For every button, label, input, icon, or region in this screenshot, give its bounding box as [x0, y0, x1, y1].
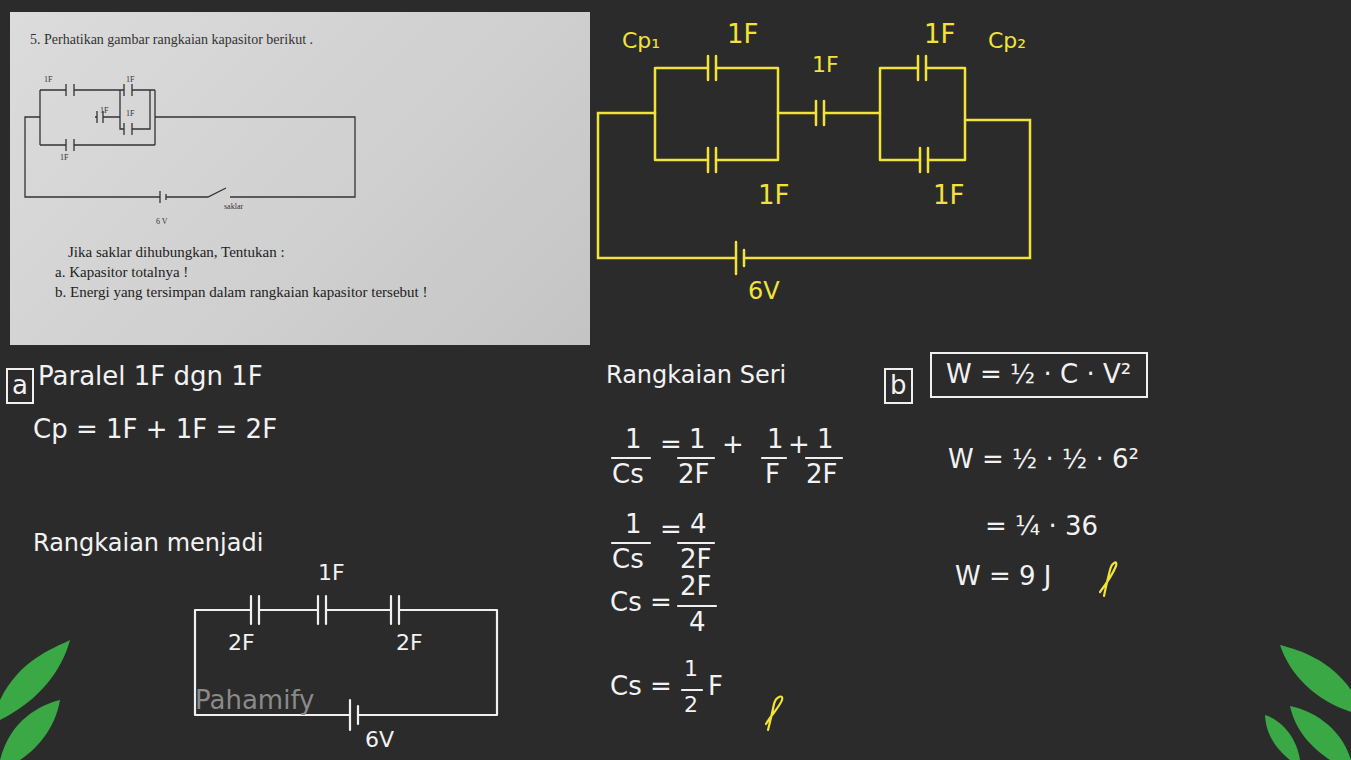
- photo-circuit: [66, 84, 132, 151]
- yellow-circuit: [918, 56, 928, 172]
- fraction-numerator: 1: [625, 425, 642, 455]
- voltage-label: 6V: [365, 727, 394, 752]
- handwritten-text: Rangkaian menjadi: [33, 530, 263, 558]
- check-marks: [766, 563, 1116, 730]
- capacitance-label: 1F: [44, 75, 52, 84]
- capacitance-label: 2F: [396, 630, 423, 655]
- fraction-numerator: 1: [689, 425, 706, 455]
- leaf-decoration: [0, 640, 70, 720]
- component-label: Cp₁: [622, 28, 660, 53]
- fraction-denominator: F: [765, 460, 780, 490]
- fraction-numerator: 1: [767, 425, 784, 455]
- fraction-denominator: Cs: [612, 460, 644, 490]
- check-marks: [766, 697, 782, 730]
- fraction-bars: [682, 689, 702, 691]
- voltage-label: 6V: [748, 278, 780, 306]
- voltage-label: 6 V: [156, 217, 168, 226]
- yellow-circuit: [598, 113, 1030, 258]
- white-circuit: [195, 610, 497, 715]
- leaf-decoration: [0, 640, 1351, 760]
- equation-symbol: =: [660, 430, 682, 460]
- fraction-bars: [678, 605, 716, 607]
- equation-symbol: =: [660, 515, 682, 545]
- part-marker: b: [884, 368, 913, 404]
- handwritten-text: Rangkaian Seri: [606, 362, 786, 390]
- fraction-numerator: 4: [690, 510, 707, 540]
- component-label: Cp₂: [988, 28, 1026, 53]
- formula-box: W = ½ · C · V²: [930, 352, 1148, 398]
- yellow-circuit: [736, 242, 744, 274]
- leaf-decoration: [0, 700, 60, 760]
- leaf-decoration: [1290, 706, 1351, 760]
- photo-circuit: [25, 117, 355, 197]
- problem-photo: 5. Perhatikan gambar rangkaian kapasitor…: [10, 12, 590, 345]
- equation-symbol: +: [722, 430, 744, 460]
- handwritten-text: W = ½ · ½ · 6²: [948, 445, 1139, 475]
- fraction-denominator: Cs: [612, 545, 644, 575]
- fraction-denominator: 2F: [806, 460, 838, 490]
- handwritten-text: a: [12, 371, 28, 401]
- handwritten-text: = ¼ · 36: [985, 512, 1098, 542]
- capacitance-label: 1F: [60, 153, 68, 162]
- fraction-numerator: 1: [684, 656, 698, 681]
- handwritten-text: Paralel 1F dgn 1F: [38, 362, 263, 392]
- yellow-circuit: [708, 56, 716, 172]
- yellow-circuit: [880, 68, 965, 160]
- photo-circuit: [40, 90, 155, 145]
- photo-circuit: [25, 84, 355, 203]
- fraction-numerator: 1: [625, 510, 642, 540]
- question-text: a. Kapasitor totalnya !: [55, 264, 188, 281]
- switch-label: saklar: [224, 202, 243, 211]
- capacitance-label: 1F: [727, 20, 759, 50]
- fraction-numerator: 2F: [680, 572, 712, 602]
- capacitance-label: 1F: [933, 181, 965, 211]
- photo-circuit: [95, 90, 150, 129]
- handwritten-text: Cs =: [610, 588, 672, 618]
- photo-circuit: [160, 191, 166, 203]
- white-circuit: [195, 596, 497, 730]
- question-text: Jika saklar dihubungkan, Tentukan :: [68, 244, 285, 261]
- handwritten-text: W = ½ · C · V²: [946, 360, 1131, 390]
- yellow-circuit: [598, 56, 1030, 274]
- capacitance-label: 1F: [758, 181, 790, 211]
- yellow-circuit: [816, 101, 824, 125]
- capacitance-label: 1F: [318, 560, 345, 585]
- fraction-bars: [612, 458, 842, 690]
- fraction-numerator: 1: [817, 425, 834, 455]
- fraction-denominator: 2F: [680, 545, 712, 575]
- capacitance-label: 2F: [228, 630, 255, 655]
- handwritten-text: b: [890, 371, 907, 401]
- yellow-circuit: [655, 68, 778, 160]
- handwritten-text: Cp = 1F + 1F = 2F: [33, 415, 277, 445]
- capacitance-label: 1F: [126, 75, 134, 84]
- handwritten-text: Cs =: [610, 672, 672, 702]
- leaf-decoration: [1280, 645, 1351, 712]
- check-marks: [1100, 563, 1116, 596]
- fraction-denominator: 4: [689, 608, 706, 638]
- leaf-decoration: [1265, 715, 1300, 760]
- fraction-denominator: 2: [684, 692, 698, 717]
- equation-symbol: +: [788, 430, 810, 460]
- capacitance-label: 1F: [924, 20, 956, 50]
- fraction-denominator: 2F: [678, 460, 710, 490]
- question-text: b. Energi yang tersimpan dalam rangkaian…: [55, 284, 428, 301]
- handwritten-text: W = 9 J: [955, 562, 1052, 592]
- capacitance-label: 1F: [812, 52, 839, 77]
- part-marker: a: [6, 368, 34, 404]
- capacitance-label: 1F: [126, 109, 134, 118]
- handwritten-text: F: [708, 672, 723, 702]
- capacitance-label: 1F: [100, 106, 108, 115]
- watermark: Pahamify: [195, 686, 315, 716]
- question-title: 5. Perhatikan gambar rangkaian kapasitor…: [30, 32, 313, 48]
- yellow-circuit: [778, 112, 880, 115]
